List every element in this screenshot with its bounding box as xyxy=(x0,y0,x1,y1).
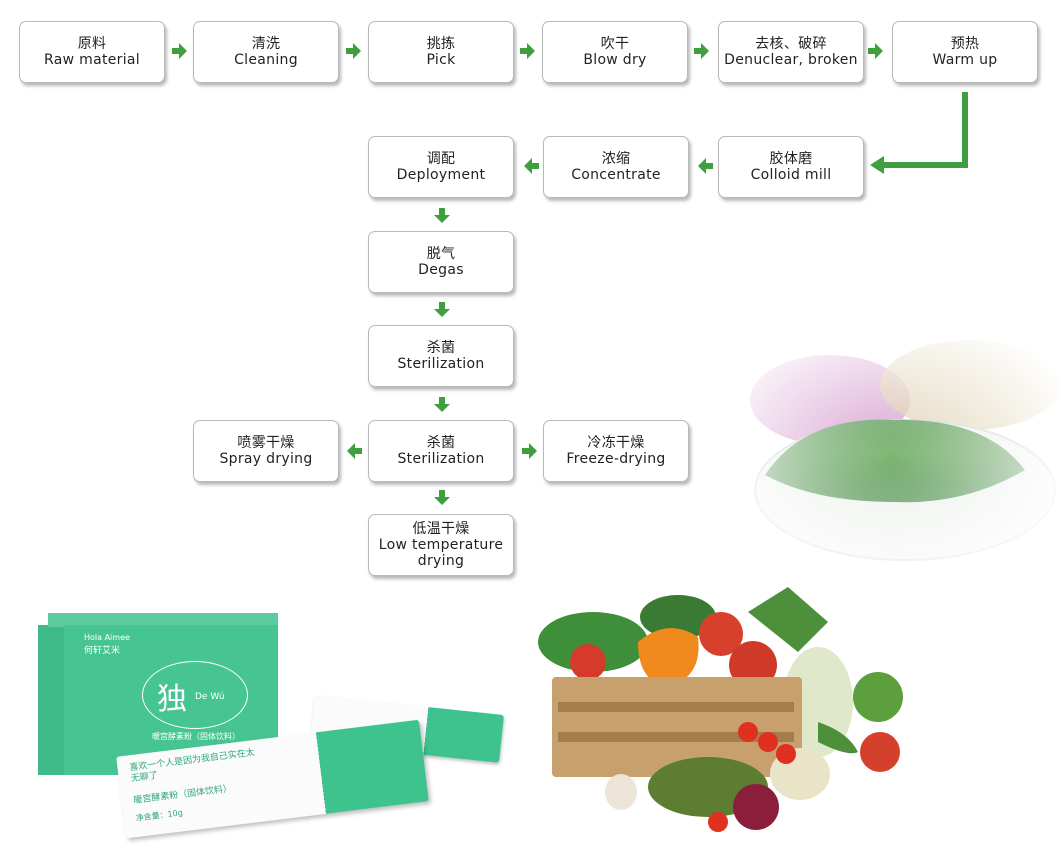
node-en: Blow dry xyxy=(583,52,646,68)
node-en: Sterilization xyxy=(397,356,484,372)
node-zh: 杀菌 xyxy=(427,340,456,356)
box-emblem: 独 De Wú xyxy=(142,661,248,729)
node-en: Cleaning xyxy=(234,52,298,68)
node-zh: 调配 xyxy=(427,151,456,167)
box-product-name: 暖宫酵素粉（固体饮料） xyxy=(152,731,240,742)
brand-zh: 何轩艾米 xyxy=(84,643,120,656)
arrow-blow-dry-to-denuclear xyxy=(694,43,709,59)
node-low-temp-drying: 低温干燥 Low temperature drying xyxy=(368,514,514,576)
node-en: Low temperature drying xyxy=(376,537,506,569)
powder-bowl-image xyxy=(725,330,1061,580)
arrow-raw-to-cleaning xyxy=(172,43,187,59)
crate-slat xyxy=(558,702,794,712)
cherry-tomato xyxy=(738,722,758,742)
arrow-concentrate-to-deployment xyxy=(524,158,539,174)
node-zh: 清洗 xyxy=(252,36,281,52)
arrow-warm-up-to-colloid-mill xyxy=(882,92,965,165)
node-zh: 预热 xyxy=(951,36,980,52)
node-en: Sterilization xyxy=(397,451,484,467)
node-concentrate: 浓缩 Concentrate xyxy=(543,136,689,198)
node-zh: 去核、破碎 xyxy=(755,36,827,52)
arrow-sterilization-to-low-temp xyxy=(434,490,450,505)
node-blow-dry: 吹干 Blow dry xyxy=(542,21,688,83)
node-deployment: 调配 Deployment xyxy=(368,136,514,198)
node-en: Spray drying xyxy=(219,451,312,467)
node-zh: 杀菌 xyxy=(427,435,456,451)
arrow-denuclear-to-warm-up xyxy=(868,43,883,59)
node-en: Deployment xyxy=(397,167,486,183)
arrow-to-spray-drying xyxy=(347,443,362,459)
box-side xyxy=(38,625,64,775)
arrow-sterilization-to-sterilization xyxy=(434,397,450,412)
node-denuclear: 去核、破碎 Denuclear, broken xyxy=(718,21,864,83)
node-zh: 脱气 xyxy=(427,246,456,262)
node-en: Degas xyxy=(418,262,464,278)
node-raw-material: 原料 Raw material xyxy=(19,21,165,83)
box-sub: De Wú xyxy=(195,692,225,702)
cherry-tomato xyxy=(776,744,796,764)
node-degas: 脱气 Degas xyxy=(368,231,514,293)
arrow-deployment-to-degas xyxy=(434,208,450,223)
sachet-product-name: 暖宫酵素粉（固体饮料） xyxy=(133,781,233,806)
box-char: 独 xyxy=(157,674,187,718)
sachet-net-weight: 净含量：10g xyxy=(135,807,183,824)
node-en: Concentrate xyxy=(571,167,661,183)
node-zh: 喷雾干燥 xyxy=(237,435,294,451)
arrow-head-colloid xyxy=(870,156,884,174)
node-colloid-mill: 胶体磨 Colloid mill xyxy=(718,136,864,198)
node-en: Warm up xyxy=(933,52,998,68)
red-onion xyxy=(733,784,779,830)
arrow-degas-to-sterilization xyxy=(434,302,450,317)
node-en: Pick xyxy=(426,52,455,68)
arrow-colloid-to-concentrate xyxy=(698,158,713,174)
node-en: Raw material xyxy=(44,52,140,68)
node-zh: 冷冻干燥 xyxy=(587,435,644,451)
garlic xyxy=(605,774,637,810)
cherry-tomato xyxy=(758,732,778,752)
arrow-cleaning-to-pick xyxy=(346,43,361,59)
node-zh: 低温干燥 xyxy=(412,521,469,537)
node-sterilization-1: 杀菌 Sterilization xyxy=(368,325,514,387)
node-sterilization-2: 杀菌 Sterilization xyxy=(368,420,514,482)
cherry-tomato xyxy=(708,812,728,832)
node-zh: 吹干 xyxy=(601,36,630,52)
arrow-pick-to-blow-dry xyxy=(520,43,535,59)
node-cleaning: 清洗 Cleaning xyxy=(193,21,339,83)
node-en: Freeze-drying xyxy=(566,451,665,467)
arrow-to-freeze-drying xyxy=(522,443,537,459)
node-pick: 挑拣 Pick xyxy=(368,21,514,83)
lettuce-right xyxy=(853,672,903,722)
node-zh: 挑拣 xyxy=(427,36,456,52)
tomato-left xyxy=(570,644,606,680)
vegetable-crate-image xyxy=(528,582,908,842)
sachet-slogan: 喜欢一个人是因为我自己实在太无聊了 xyxy=(129,748,261,786)
node-spray-drying: 喷雾干燥 Spray drying xyxy=(193,420,339,482)
node-zh: 原料 xyxy=(78,36,107,52)
node-en: Denuclear, broken xyxy=(724,52,858,68)
node-zh: 浓缩 xyxy=(602,151,631,167)
node-en: Colloid mill xyxy=(751,167,832,183)
node-freeze-drying: 冷冻干燥 Freeze-drying xyxy=(543,420,689,482)
node-zh: 胶体磨 xyxy=(770,151,813,167)
tomato-right xyxy=(860,732,900,772)
node-warm-up: 预热 Warm up xyxy=(892,21,1038,83)
brand-en: Hola Aimee xyxy=(84,633,130,642)
